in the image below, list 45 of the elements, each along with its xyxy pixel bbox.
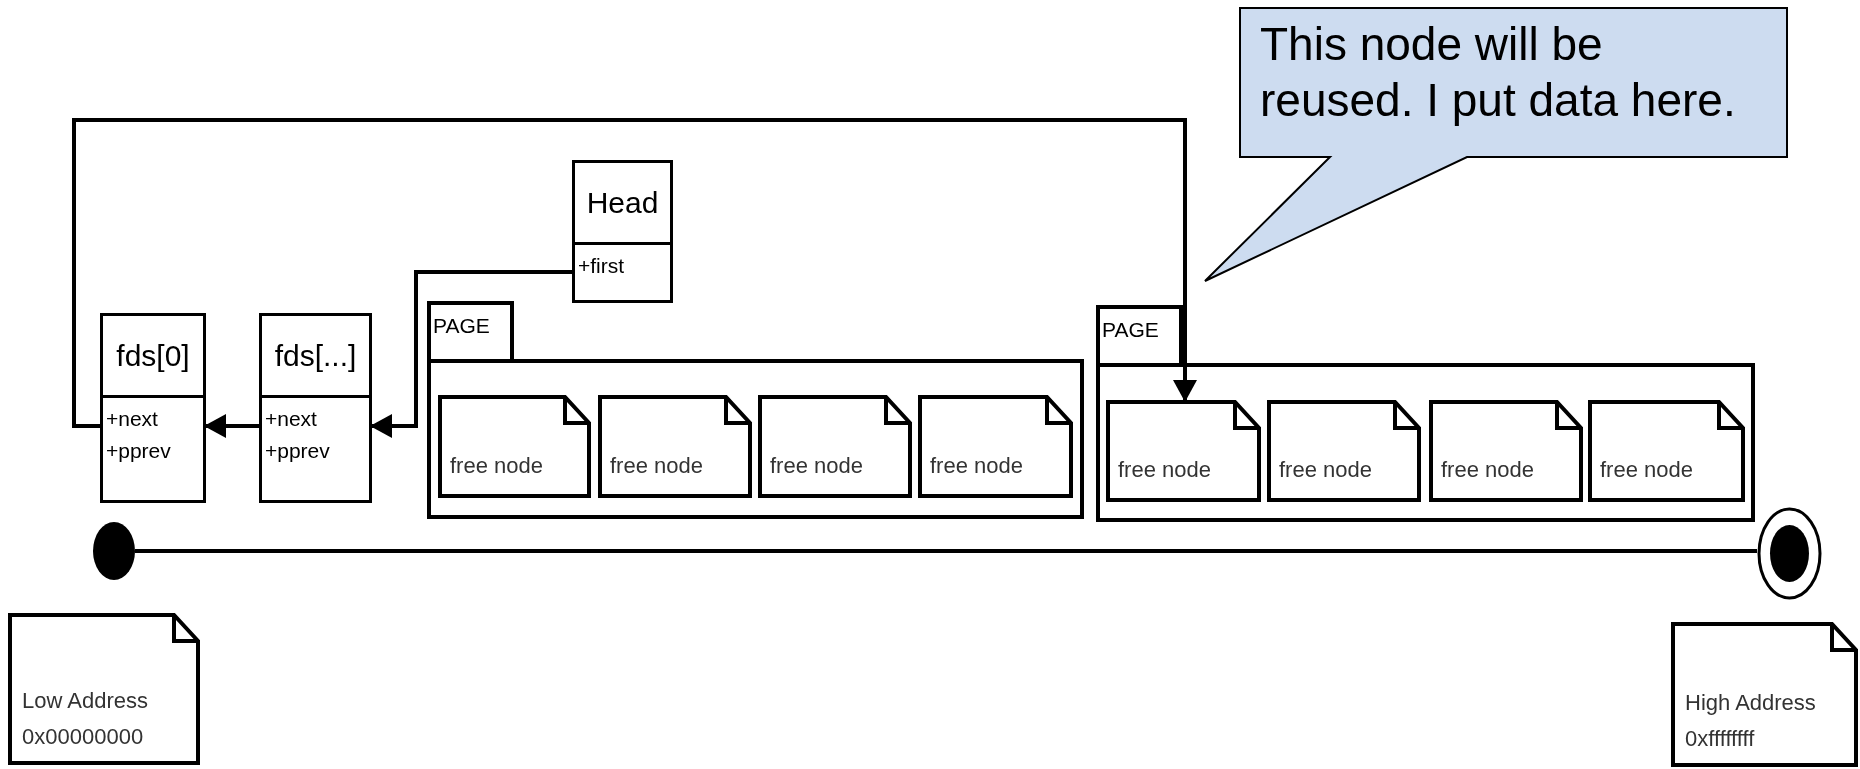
class-name: Head (586, 187, 659, 218)
note-text: 0xffffffff (1685, 725, 1756, 753)
attribute: +next (106, 406, 159, 432)
package-label: PAGE (433, 315, 490, 336)
note-box (8, 613, 200, 765)
class-box (572, 160, 673, 303)
note-box (758, 395, 912, 498)
note-box (1588, 400, 1745, 502)
speech-bubble (1204, 7, 1788, 282)
note-box (918, 395, 1073, 498)
arrow (370, 270, 572, 438)
class-name: fds[0] (116, 340, 190, 371)
start-dot (93, 522, 135, 580)
arrow (72, 118, 1197, 428)
package-frame (1096, 305, 1755, 522)
attribute: +pprev (106, 438, 172, 464)
note-text: High Address (1685, 689, 1816, 717)
attribute: +next (265, 406, 318, 432)
end-marker (1757, 507, 1822, 600)
note-box (598, 395, 752, 498)
note-text: free node (1118, 456, 1211, 484)
address-line (135, 549, 1757, 553)
note-text: free node (610, 452, 703, 480)
note-box (1671, 622, 1858, 767)
note-box (438, 395, 591, 498)
note-text: free node (450, 452, 543, 480)
class-box (259, 313, 372, 503)
note-text: Low Address (22, 687, 148, 715)
callout-text: This node will be reused. I put data here. (1260, 17, 1737, 128)
note-text: free node (1279, 456, 1372, 484)
note-box (1267, 400, 1421, 502)
note-text: free node (770, 452, 863, 480)
note-text: free node (1441, 456, 1534, 484)
package-label: PAGE (1102, 319, 1159, 340)
arrow (204, 414, 259, 438)
note-text: free node (930, 452, 1023, 480)
note-box (1106, 400, 1261, 502)
note-text: free node (1600, 456, 1693, 484)
note-text: 0x00000000 (22, 723, 145, 751)
class-name: fds[...] (274, 340, 357, 371)
attribute: +pprev (265, 438, 331, 464)
class-box (100, 313, 206, 503)
note-box (1429, 400, 1583, 502)
attribute: +first (578, 253, 626, 279)
package-frame (427, 301, 1084, 519)
